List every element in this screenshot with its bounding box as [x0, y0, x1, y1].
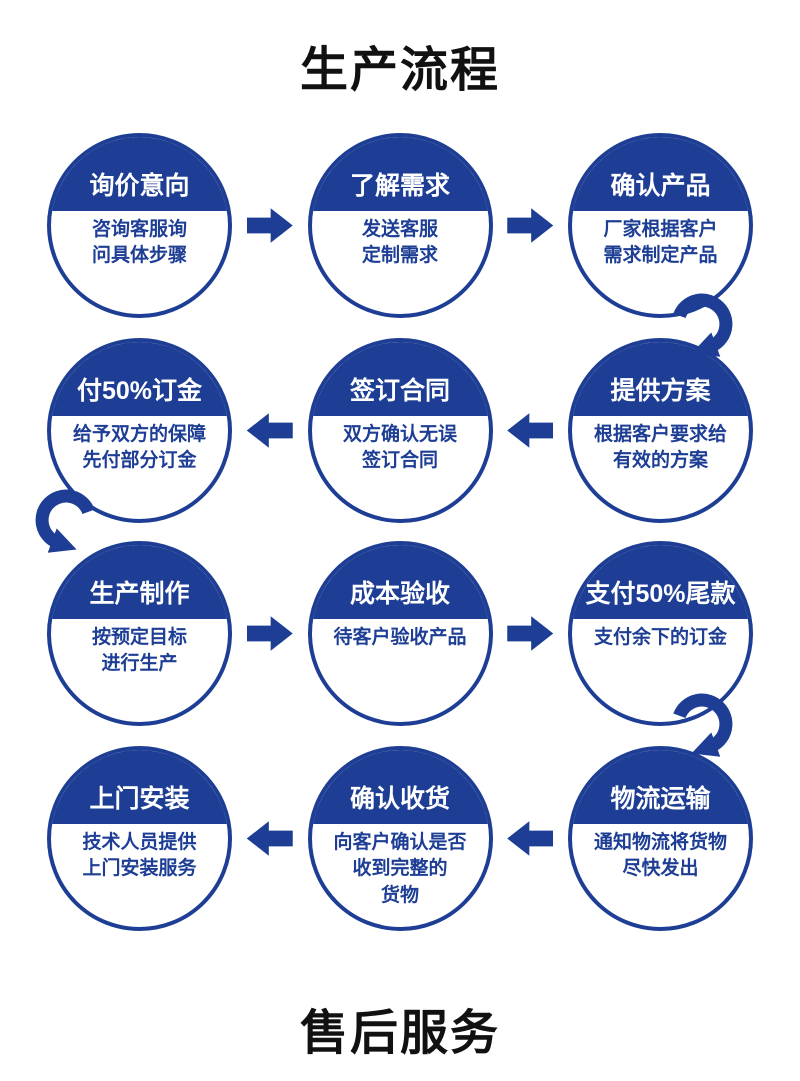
- step-title: 付50%订金: [76, 377, 203, 406]
- flow-row-3: 生产制作 按预定目标 进行生产 成本验收 待客户验收产品 支付50%尾款 支付余…: [0, 541, 800, 726]
- arrow-left-icon: [507, 821, 554, 856]
- step-desc: 支付余下的订金: [593, 626, 727, 648]
- step-title: 确认产品: [610, 172, 711, 201]
- flow-row-2: 付50%订金 给予双方的保障 先付部分订金 签订合同 双方确认无误 签订合同 提…: [0, 338, 800, 523]
- step-title: 成本验收: [349, 580, 450, 609]
- arrow-right-icon: [246, 208, 293, 243]
- step-title: 生产制作: [89, 580, 190, 609]
- step-desc: 给予双方的保障 先付部分订金: [72, 423, 206, 472]
- step-title: 签订合同: [349, 377, 450, 406]
- step-title: 支付50%尾款: [585, 580, 736, 609]
- step-title-band: 支付50%尾款: [572, 545, 749, 620]
- step-desc: 根据客户要求给 有效的方案: [593, 423, 727, 472]
- step-title-band: 确认收货: [311, 750, 489, 825]
- step-desc: 咨询客服询 问具体步骤: [91, 218, 187, 267]
- curve-arrow-down-right-icon: [673, 693, 733, 757]
- step-title-band: 上门安装: [51, 750, 228, 825]
- flow-step-understand-needs: 了解需求 发送客服 定制需求: [307, 133, 493, 318]
- flow-step-provide-plan: 提供方案 根据客户要求给 有效的方案: [568, 338, 753, 523]
- flow-step-pay-balance: 支付50%尾款 支付余下的订金: [568, 541, 753, 726]
- step-title-band: 确认产品: [572, 137, 749, 212]
- step-desc: 发送客服 定制需求: [361, 218, 438, 267]
- step-title: 物流运输: [610, 785, 711, 814]
- arrow-right-icon: [507, 208, 554, 243]
- flow-step-acceptance: 成本验收 待客户验收产品: [307, 541, 493, 726]
- flow-row-4: 上门安装 技术人员提供 上门安装服务 确认收货 向客户确认是否 收到完整的 货物…: [0, 746, 800, 931]
- arrow-left-icon: [246, 413, 293, 448]
- step-title-band: 签订合同: [311, 342, 489, 417]
- flow-step-installation: 上门安装 技术人员提供 上门安装服务: [47, 746, 232, 931]
- step-desc: 待客户验收产品: [333, 626, 467, 648]
- step-title-band: 成本验收: [311, 545, 489, 620]
- page-title: 生产流程: [299, 44, 500, 97]
- step-title: 上门安装: [89, 785, 190, 814]
- arrow-right-icon: [507, 616, 554, 651]
- arrow-left-icon: [246, 821, 293, 856]
- step-title: 询价意向: [89, 172, 190, 201]
- arrow-right-icon: [246, 616, 293, 651]
- footer-title: 售后服务: [299, 1007, 500, 1060]
- flow-step-confirm-receipt: 确认收货 向客户确认是否 收到完整的 货物: [307, 746, 493, 931]
- step-title: 确认收货: [349, 785, 450, 814]
- step-desc: 厂家根据客户 需求制定产品: [603, 218, 718, 267]
- arrow-left-icon: [507, 413, 554, 448]
- step-title-band: 生产制作: [51, 545, 228, 620]
- step-desc: 按预定目标 进行生产: [91, 626, 187, 675]
- step-title-band: 询价意向: [51, 137, 228, 212]
- step-desc: 技术人员提供 上门安装服务: [82, 831, 197, 880]
- flow-step-production: 生产制作 按预定目标 进行生产: [47, 541, 232, 726]
- step-desc: 向客户确认是否 收到完整的 货物: [333, 831, 467, 906]
- flow-step-inquiry: 询价意向 咨询客服询 问具体步骤: [47, 133, 232, 318]
- flow-step-logistics: 物流运输 通知物流将货物 尽快发出: [568, 746, 753, 931]
- curve-arrow-down-right-icon: [673, 293, 733, 357]
- step-title: 了解需求: [349, 172, 450, 201]
- step-desc: 通知物流将货物 尽快发出: [593, 831, 727, 880]
- curve-arrow-down-left-icon: [35, 489, 95, 553]
- flow-step-sign-contract: 签订合同 双方确认无误 签订合同: [307, 338, 493, 523]
- flow-step-confirm-product: 确认产品 厂家根据客户 需求制定产品: [568, 133, 753, 318]
- step-title-band: 付50%订金: [51, 342, 228, 417]
- step-title-band: 物流运输: [572, 750, 749, 825]
- flow-row-1: 询价意向 咨询客服询 问具体步骤 了解需求 发送客服 定制需求 确认产品 厂家根…: [0, 133, 800, 318]
- step-title: 提供方案: [610, 377, 711, 406]
- step-title-band: 了解需求: [311, 137, 489, 212]
- step-desc: 双方确认无误 签订合同: [342, 423, 457, 472]
